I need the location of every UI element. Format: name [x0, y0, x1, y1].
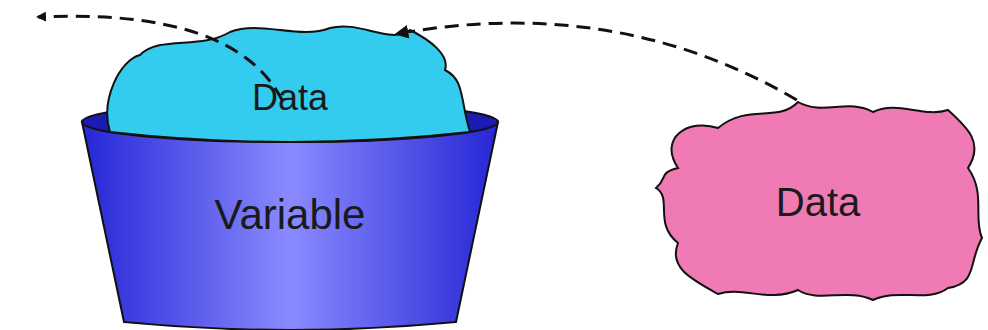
data-blob: Data — [648, 98, 986, 303]
node-label: Data — [190, 78, 390, 118]
data-blob: Data — [100, 20, 480, 145]
node-label: Data — [718, 180, 918, 224]
node-label: Variable — [100, 192, 480, 238]
